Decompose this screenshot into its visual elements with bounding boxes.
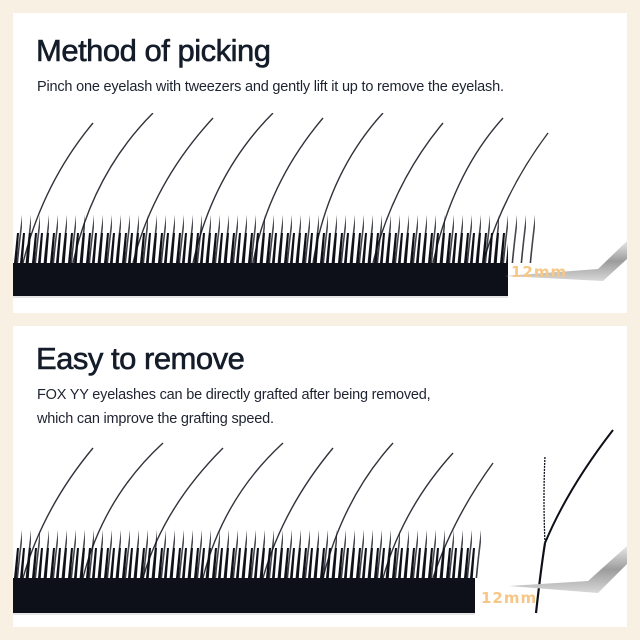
description-line: FOX YY eyelashes can be directly grafted…: [37, 387, 431, 403]
lash-strip-band: [13, 263, 508, 296]
section-title: Method of picking: [36, 33, 272, 69]
description-line: which can improve the grafting speed.: [37, 411, 274, 427]
length-label: 12mm: [481, 589, 538, 607]
lash-strip-band: [13, 578, 475, 613]
eyelash-strip-image: [13, 113, 627, 298]
eyelash-strip-image: [13, 429, 627, 615]
lash-fan-icon: [13, 113, 549, 273]
section-description: FOX YY eyelashes can be directly grafted…: [37, 383, 431, 431]
section-method-of-picking: Method of picking Pinch one eyelash with…: [13, 13, 627, 313]
section-description: Pinch one eyelash with tweezers and gent…: [37, 79, 504, 95]
section-easy-to-remove: Easy to remove FOX YY eyelashes can be d…: [13, 326, 627, 627]
tweezers-icon: [505, 241, 627, 281]
removed-yy-lash-icon: [534, 429, 614, 614]
length-label: 12mm: [511, 263, 568, 281]
tweezers-icon: [509, 546, 627, 593]
section-title: Easy to remove: [36, 341, 245, 377]
lash-fan-icon: [13, 442, 494, 588]
